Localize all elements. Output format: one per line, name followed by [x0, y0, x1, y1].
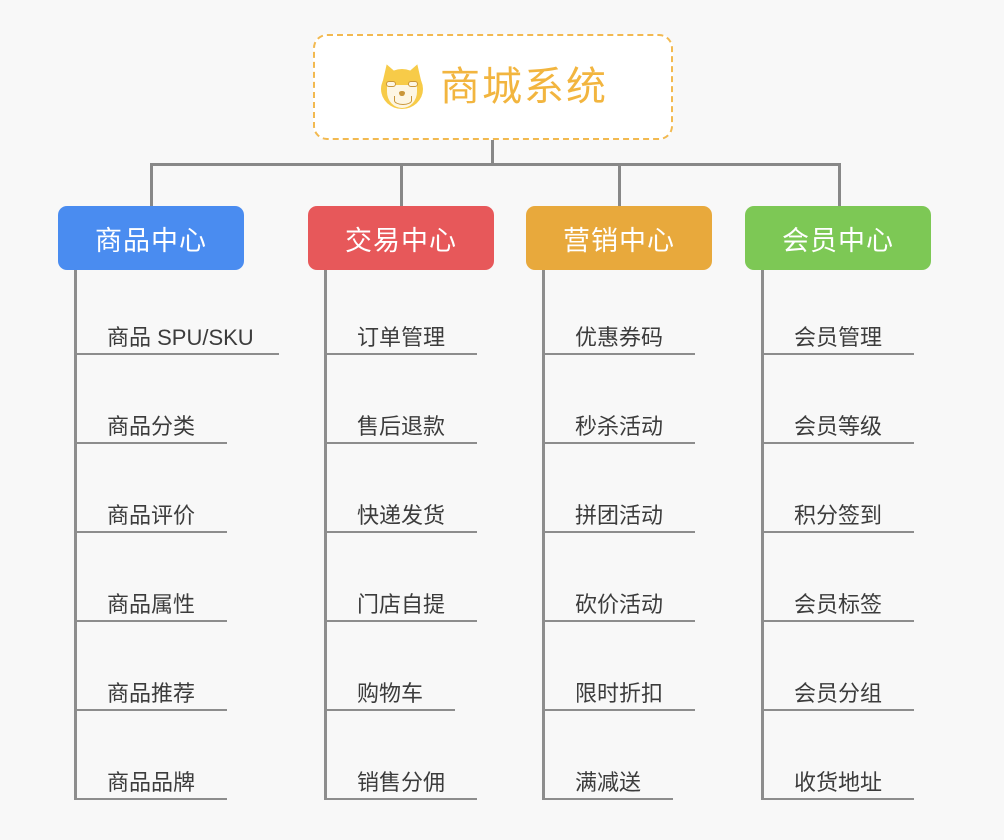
leaf-item-label: 秒杀活动 — [575, 414, 664, 439]
connector-drop-0 — [150, 163, 153, 208]
leaf-item-label: 销售分佣 — [357, 770, 446, 795]
leaf-item-label: 会员标签 — [794, 592, 883, 617]
leaf-underline — [327, 620, 477, 622]
root-node-title: 商城系统 — [440, 65, 608, 109]
leaf-item-label: 砍价活动 — [575, 592, 664, 617]
leaf-item-label: 拼团活动 — [575, 503, 664, 528]
leaf-item-label: 积分签到 — [794, 503, 883, 528]
leaf-underline — [764, 531, 914, 533]
leaf-item-label: 限时折扣 — [575, 681, 664, 706]
category-label: 营销中心 — [563, 225, 675, 256]
leaf-spine — [761, 270, 764, 800]
leaf-item-label: 售后退款 — [357, 414, 446, 439]
leaf-underline — [77, 798, 227, 800]
leaf-item-label: 优惠券码 — [575, 325, 664, 350]
leaf-item-label: 购物车 — [357, 681, 424, 706]
connector-horizontal-bus — [150, 163, 841, 166]
leaf-spine — [74, 270, 77, 800]
leaf-underline — [545, 709, 695, 711]
leaf-underline — [77, 353, 279, 355]
root-node-card[interactable]: 商城系统 — [313, 34, 673, 140]
leaf-underline — [77, 709, 227, 711]
category-label: 商品中心 — [95, 225, 207, 256]
leaf-underline — [545, 798, 673, 800]
leaf-item-label: 收货地址 — [794, 770, 883, 795]
leaf-underline — [764, 798, 914, 800]
leaf-underline — [327, 442, 477, 444]
leaf-item-label: 快递发货 — [357, 503, 446, 528]
connector-drop-3 — [838, 163, 841, 208]
leaf-underline — [764, 709, 914, 711]
leaf-spine — [542, 270, 545, 800]
leaf-item-label: 商品分类 — [107, 414, 196, 439]
leaf-item-label: 商品推荐 — [107, 681, 196, 706]
leaf-underline — [327, 709, 455, 711]
leaf-underline — [327, 798, 477, 800]
leaf-underline — [77, 620, 227, 622]
leaf-item-label: 会员分组 — [794, 681, 883, 706]
leaf-item-label: 商品品牌 — [107, 770, 196, 795]
leaf-item-label: 会员管理 — [794, 325, 883, 350]
connector-drop-1 — [400, 163, 403, 208]
leaf-item-label: 商品属性 — [107, 592, 196, 617]
leaf-underline — [327, 531, 477, 533]
leaf-item-label: 商品评价 — [107, 503, 196, 528]
connector-drop-2 — [618, 163, 621, 208]
leaf-underline — [545, 442, 695, 444]
leaf-underline — [764, 442, 914, 444]
leaf-item-label: 门店自提 — [357, 592, 446, 617]
category-box-member[interactable]: 会员中心 — [745, 206, 931, 270]
leaf-underline — [327, 353, 477, 355]
leaf-underline — [545, 620, 695, 622]
leaf-underline — [545, 531, 695, 533]
leaf-item-label: 订单管理 — [357, 325, 446, 350]
category-label: 交易中心 — [345, 225, 457, 256]
category-label: 会员中心 — [782, 225, 894, 256]
leaf-item-label: 会员等级 — [794, 414, 883, 439]
leaf-item-label: 满减送 — [575, 770, 642, 795]
leaf-underline — [77, 442, 227, 444]
leaf-underline — [77, 531, 227, 533]
connector-root-stem — [491, 140, 494, 164]
category-box-marketing[interactable]: 营销中心 — [526, 206, 712, 270]
shiba-dog-icon — [378, 61, 426, 111]
leaf-underline — [764, 353, 914, 355]
leaf-item-label: 商品 SPU/SKU — [107, 325, 254, 350]
leaf-spine — [324, 270, 327, 800]
leaf-underline — [764, 620, 914, 622]
category-box-trade[interactable]: 交易中心 — [308, 206, 494, 270]
category-box-product[interactable]: 商品中心 — [58, 206, 244, 270]
leaf-underline — [545, 353, 695, 355]
